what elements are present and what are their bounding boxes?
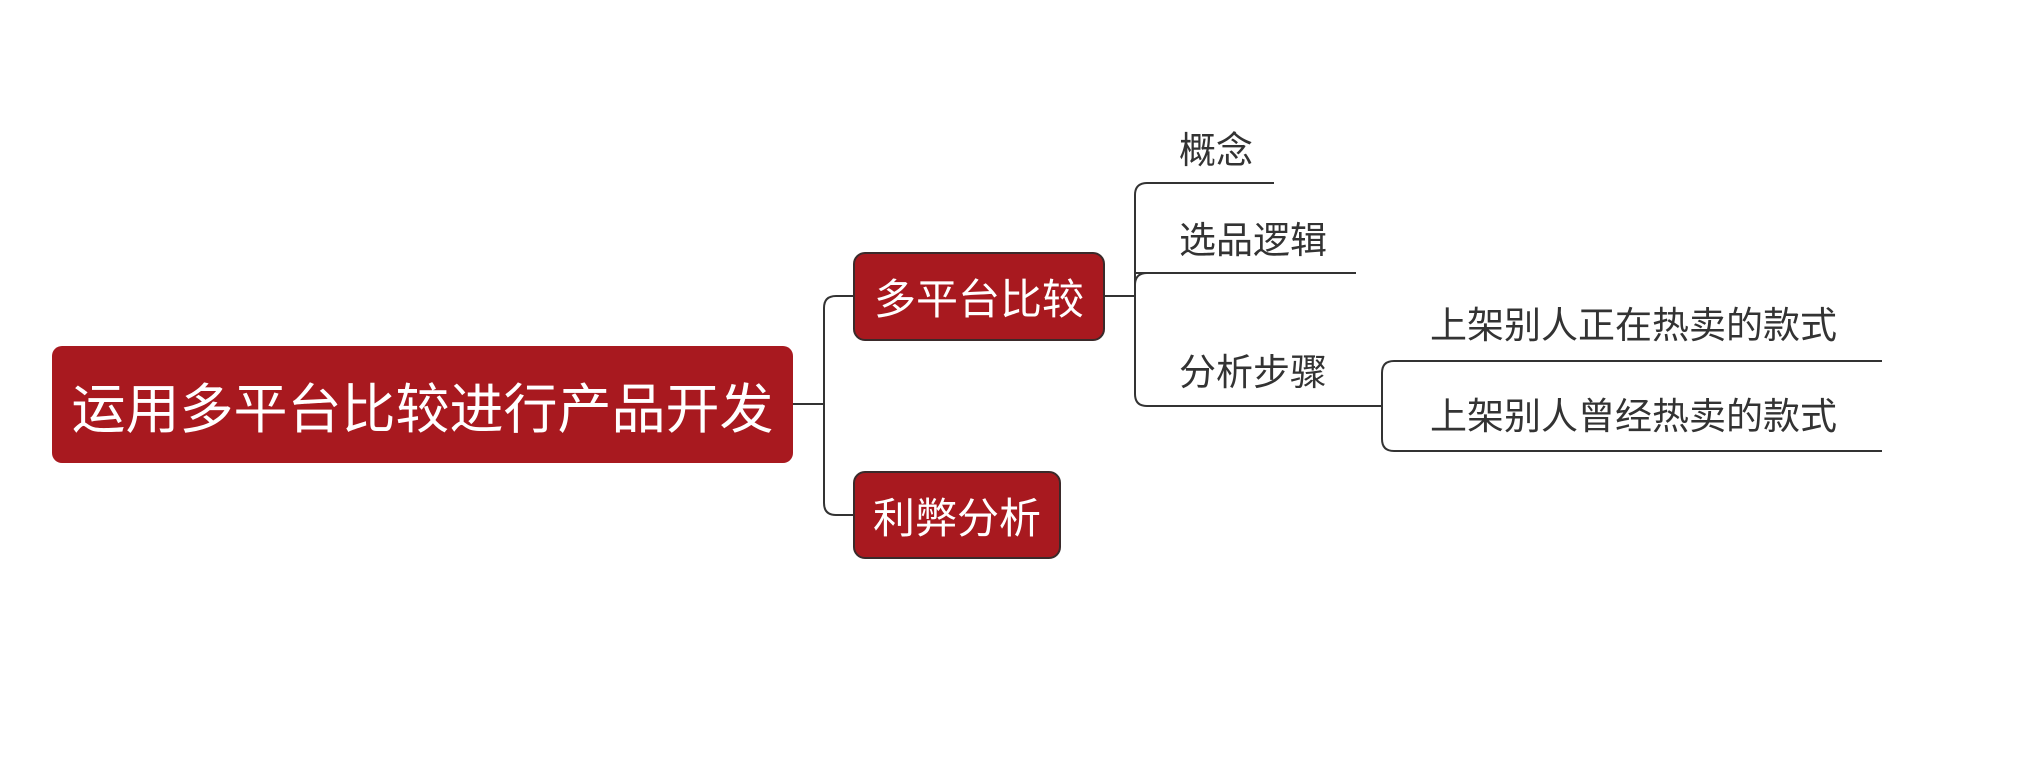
branch-node-pros-cons[interactable]: 利弊分析 (853, 471, 1061, 559)
connector-steps-children (1381, 360, 1882, 452)
topic-concept[interactable]: 概念 (1179, 129, 1253, 172)
root-node[interactable]: 运用多平台比较进行产品开发 (52, 346, 793, 463)
branch-node-multi-platform-compare[interactable]: 多平台比较 (853, 252, 1105, 341)
connector-branch1-children (1105, 182, 1382, 407)
topic-selection-logic[interactable]: 选品逻辑 (1179, 219, 1327, 262)
topic-current-hot-items[interactable]: 上架别人正在热卖的款式 (1430, 304, 1837, 347)
connector-root-branches (793, 295, 853, 516)
topic-past-hot-items[interactable]: 上架别人曾经热卖的款式 (1430, 395, 1837, 438)
topic-analysis-steps[interactable]: 分析步骤 (1179, 351, 1327, 394)
